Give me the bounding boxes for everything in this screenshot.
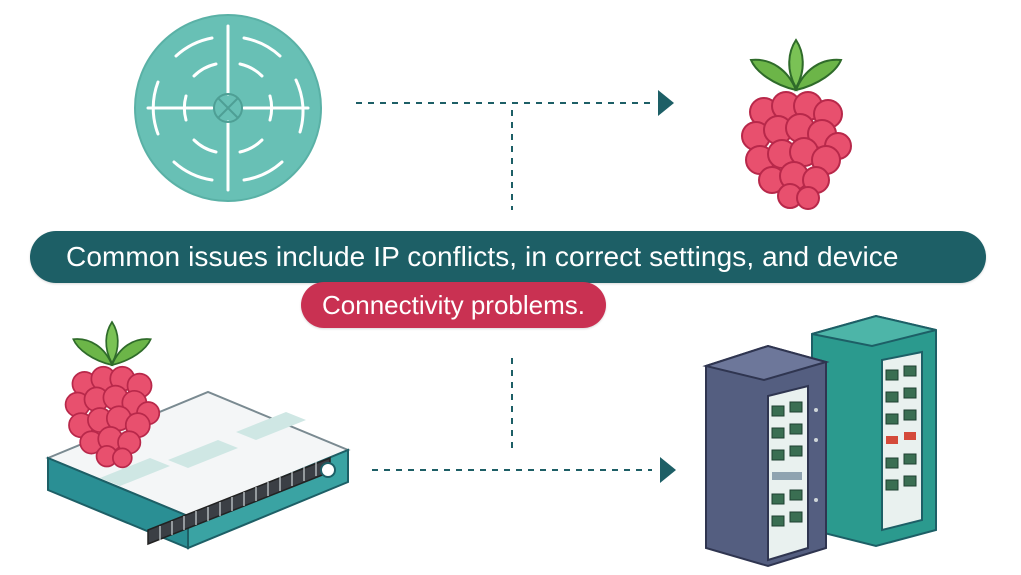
network-switch-icon [45,390,351,550]
connector-lines [356,102,652,471]
arrow-head-bottom [660,457,676,483]
caption-highlight-pill: Connectivity problems. [301,282,606,328]
caption-banner: Common issues include IP conflicts, in c… [30,231,986,283]
raspberry-pi-logo-icon [741,39,852,210]
arrow-head-top [658,90,674,116]
server-racks-icon [702,314,937,568]
router-disc-icon [134,14,322,202]
